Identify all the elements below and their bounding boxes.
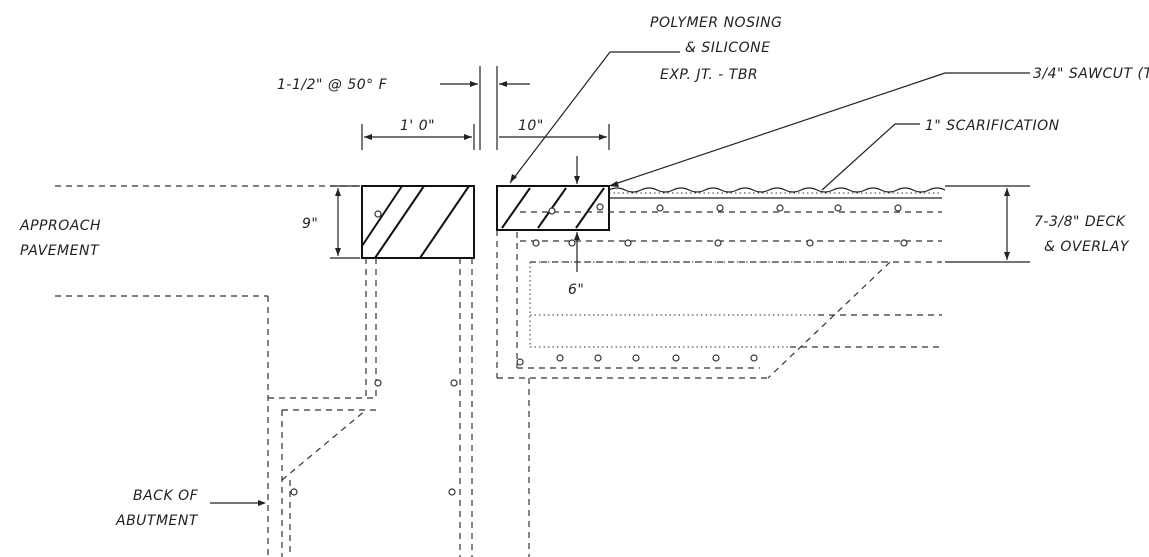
left-width-label: 1' 0": [400, 118, 435, 134]
height-9-dimension: [330, 185, 360, 259]
deck-depth-dimension: [945, 185, 1030, 263]
depth-6-label: 6": [568, 282, 584, 298]
polymer-leader: [509, 51, 680, 184]
scarification-leader: [821, 123, 920, 191]
left-width-dimension: [361, 124, 475, 150]
abutment-diagonal: [281, 409, 367, 481]
left-polymer-nosing-block: [361, 185, 475, 259]
abutment-rebar: [290, 210, 458, 496]
deck-overlay-label-1: 7-3/8" DECK: [1034, 214, 1127, 230]
polymer-nosing-label-1: POLYMER NOSING: [650, 15, 782, 31]
polymer-nosing-label-3: EXP. JT. - TBR: [660, 67, 758, 83]
deck-rebar-second: [532, 239, 908, 247]
back-of-abutment-label-1: BACK OF: [133, 488, 199, 504]
right-width-label: 10": [518, 118, 544, 134]
back-of-abutment-label-2: ABUTMENT: [115, 513, 199, 529]
right-width-dimension: [499, 124, 610, 150]
approach-pavement-label-1: APPROACH: [19, 218, 101, 234]
polymer-nosing-label-2: & SILICONE: [685, 40, 770, 56]
deck-overlay-label-2: & OVERLAY: [1044, 239, 1130, 255]
approach-pavement-label-2: PAVEMENT: [20, 243, 100, 259]
haunch-slope-line: [767, 261, 891, 379]
scarification-label: 1" SCARIFICATION: [925, 118, 1060, 134]
diaphragm-rebar: [516, 354, 758, 366]
gap-label: 1-1/2" @ 50° F: [277, 77, 388, 93]
depth-6-dimension: [574, 156, 580, 272]
scarification-line: [608, 187, 946, 193]
back-of-abutment-leader: [210, 500, 266, 506]
gap-dimension: [440, 66, 530, 150]
deck-rebar-top: [548, 203, 902, 215]
height-9-label: 9": [302, 216, 318, 232]
sawcut-leader: [608, 72, 1030, 187]
sawcut-label: 3/4" SAWCUT (TYP.): [1033, 66, 1149, 82]
